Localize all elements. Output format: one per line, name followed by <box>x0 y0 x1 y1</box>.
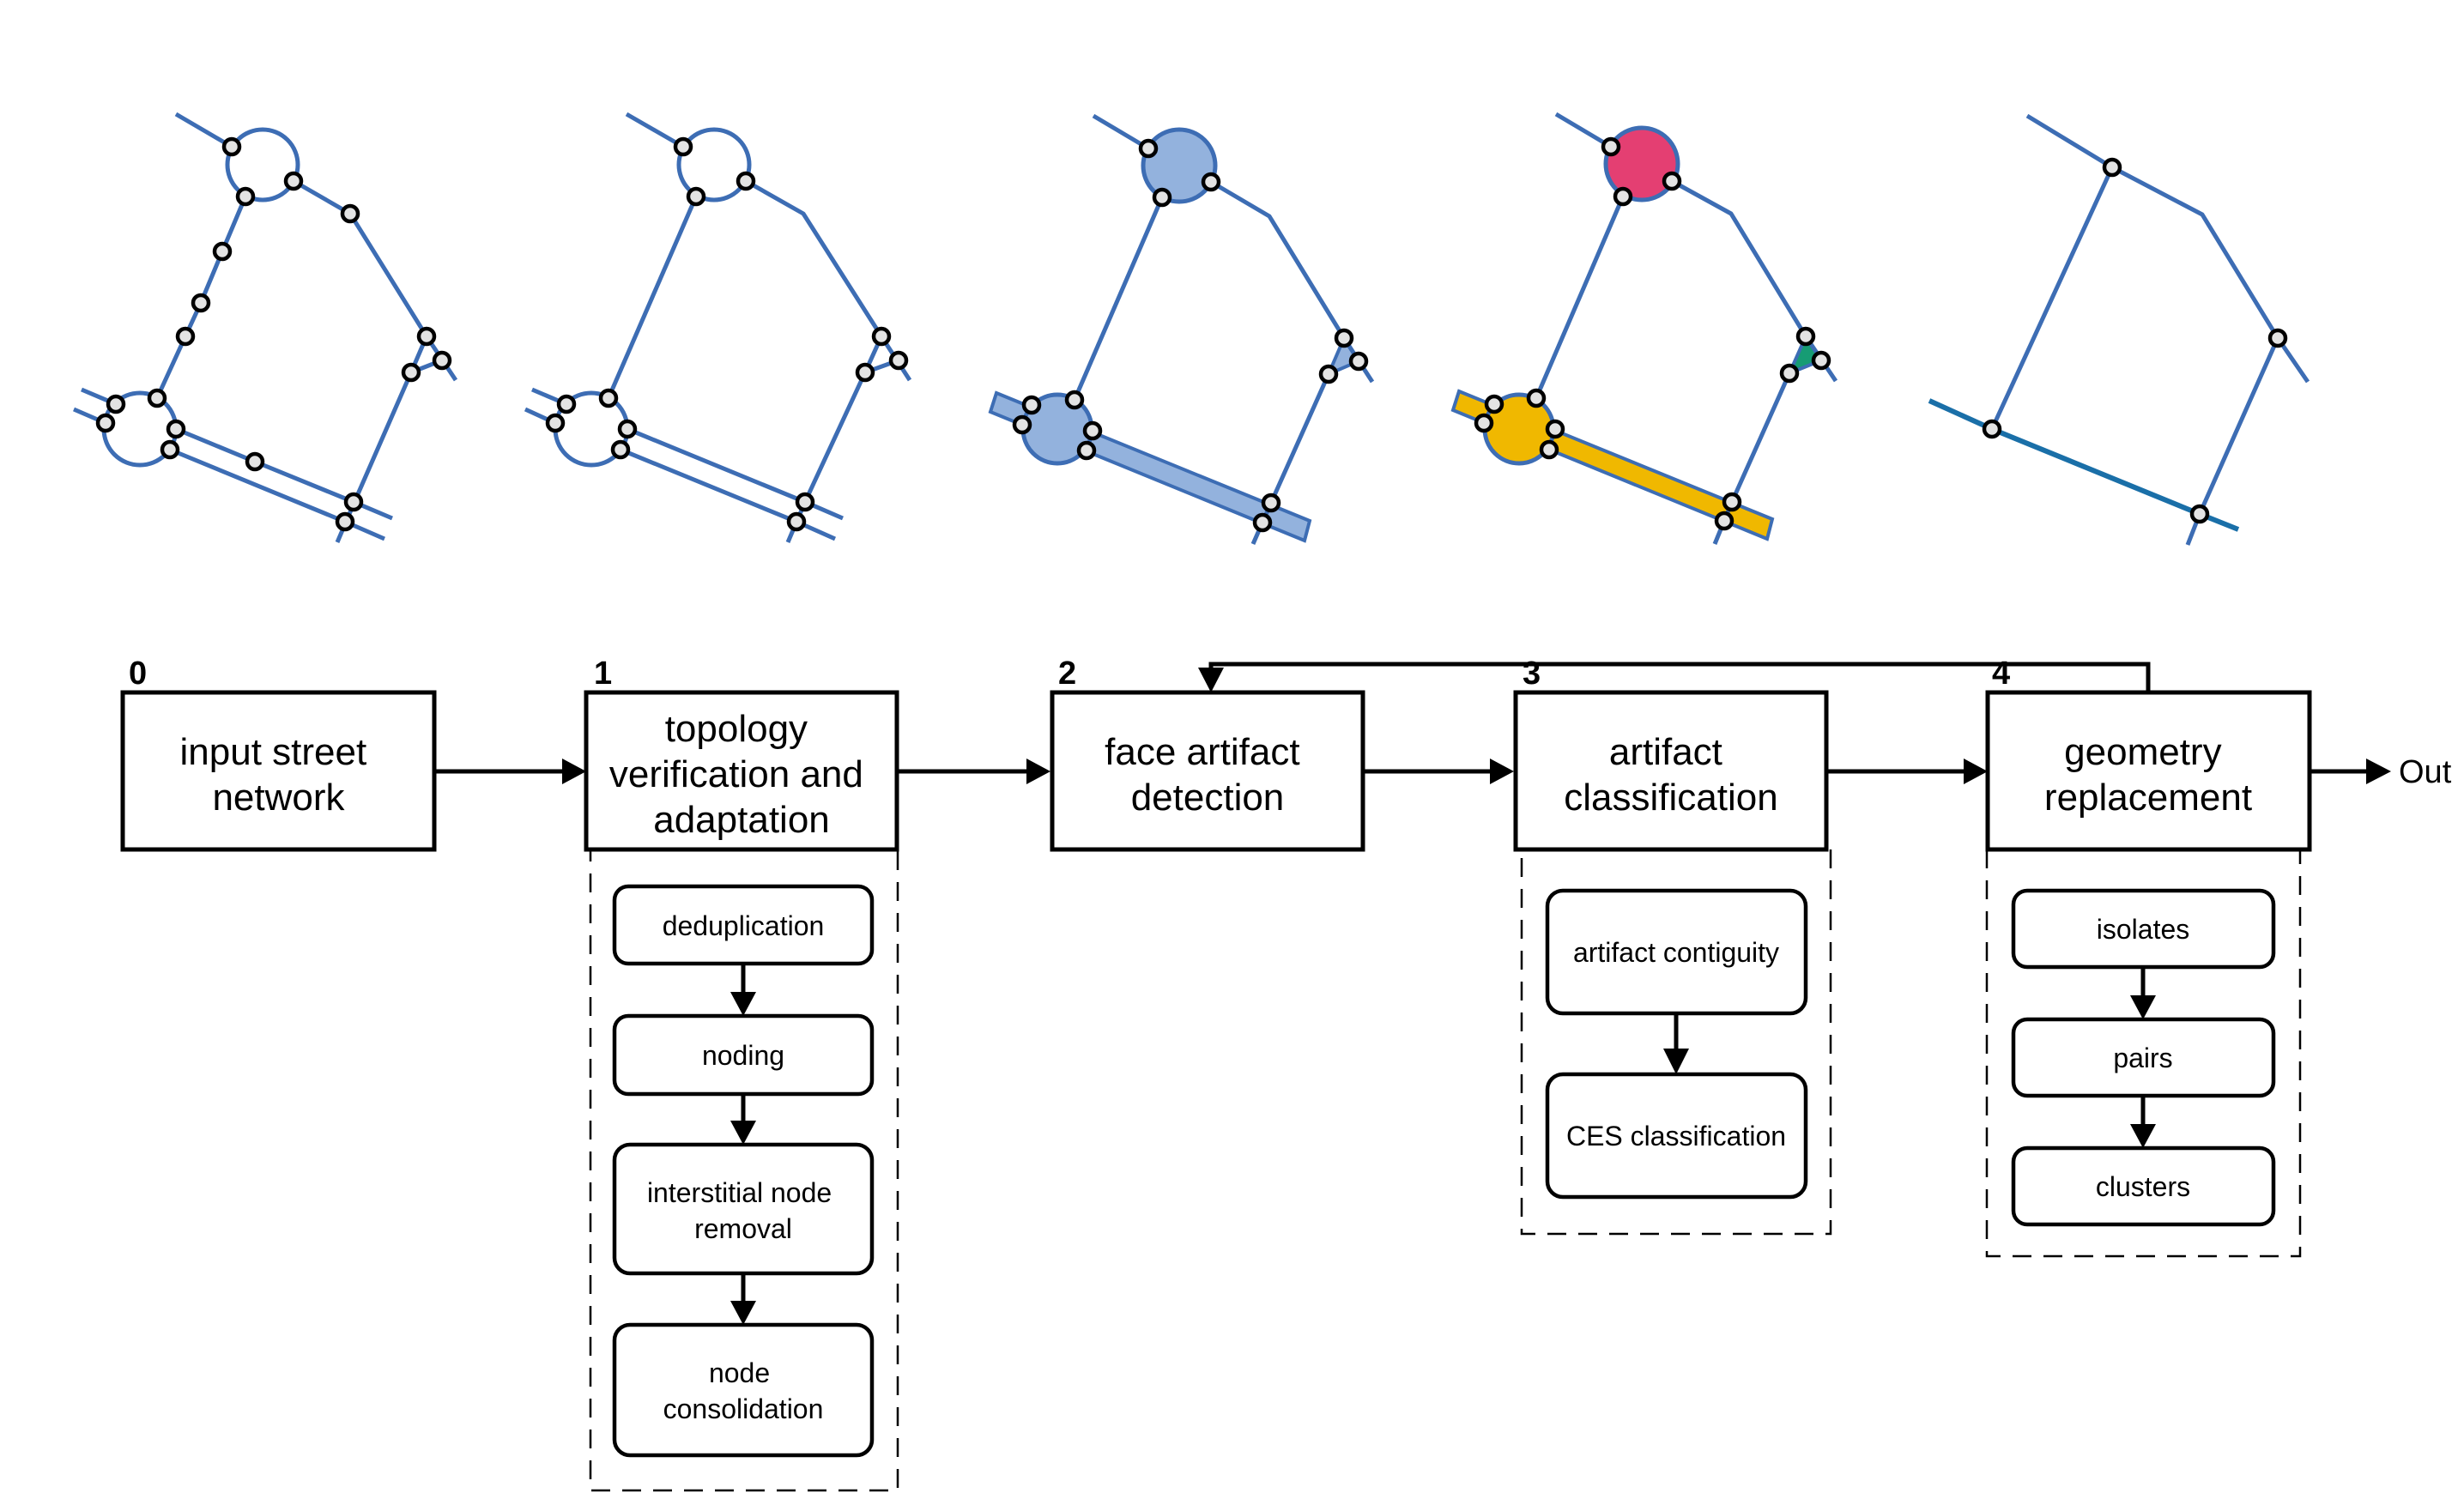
substep-ces-classification[interactable]: CES classification <box>1545 1072 1808 1200</box>
arrow-icon <box>562 759 586 784</box>
step-label: topology verification and adaptation <box>609 708 874 841</box>
substep-noding[interactable]: noding <box>612 1013 875 1097</box>
step-box[interactable] <box>584 690 899 852</box>
step-number: 0 <box>129 656 147 692</box>
street-panel-1 <box>524 112 912 543</box>
arrow-icon <box>1026 759 1050 784</box>
arrow-icon <box>1964 759 1988 784</box>
step-3[interactable]: 3 artifact classification artifact conti… <box>1513 656 1832 1236</box>
step-box[interactable] <box>1050 690 1365 852</box>
street-nodes <box>545 136 909 532</box>
substep-interstitial-node-removal[interactable]: interstitial node removal <box>612 1142 875 1276</box>
arrow-icon <box>1490 759 1514 784</box>
step-4[interactable]: 4 geometry replacement isolates pairs cl… <box>1985 656 2312 1258</box>
step-box[interactable] <box>120 690 437 852</box>
street-panel-0 <box>73 112 458 543</box>
step-label: input street network <box>180 731 378 819</box>
substep-arrows <box>2130 967 2156 1148</box>
substep-arrows <box>1663 1013 1689 1074</box>
step-1[interactable]: 1 topology verification and adaptation d… <box>584 656 899 1492</box>
street-nodes <box>1982 157 2288 524</box>
step-0[interactable]: 0 input street network <box>120 656 437 852</box>
arrow-icon <box>1663 1049 1689 1074</box>
arrow-icon <box>2130 1124 2156 1148</box>
svg-text:clusters: clusters <box>2096 1171 2190 1202</box>
step-number: 3 <box>1523 656 1541 692</box>
street-nodes <box>95 136 452 532</box>
svg-text:interstitial node remo: interstitial node removal <box>647 1177 839 1244</box>
substep-arrows <box>730 964 756 1325</box>
step-label: artifact classification <box>1564 731 1777 819</box>
svg-text:node consolidation: node consolidation <box>663 1357 824 1424</box>
substep-node-consolidation[interactable]: node consolidation <box>612 1322 875 1458</box>
svg-text:isolates: isolates <box>2097 914 2190 945</box>
output-label: Out <box>2399 754 2452 790</box>
street-panel-2 <box>988 113 1375 546</box>
street-panel-4 <box>1928 113 2310 546</box>
svg-text:CES classification: CES classification <box>1566 1121 1786 1151</box>
street-panel-3 <box>1450 112 1838 545</box>
substep-isolates[interactable]: isolates <box>2011 888 2276 970</box>
arrow-icon <box>1198 668 1224 692</box>
substep-pairs[interactable]: pairs <box>2011 1017 2276 1098</box>
step-label: face artifact detection <box>1105 731 1311 819</box>
artifact-face <box>1603 125 1680 202</box>
substep-clusters[interactable]: clusters <box>2011 1145 2276 1227</box>
substep-group <box>1520 848 1832 1236</box>
arrow-icon <box>2366 759 2391 784</box>
street-nodes <box>1474 136 1831 531</box>
svg-text:noding: noding <box>702 1040 784 1071</box>
svg-text:pairs: pairs <box>2113 1043 2172 1073</box>
arrow-icon <box>730 1301 756 1325</box>
step-box[interactable] <box>1513 690 1829 852</box>
step-number: 2 <box>1058 656 1076 692</box>
step-label: geometry replacement <box>2044 731 2252 819</box>
svg-text:deduplication: deduplication <box>663 910 825 941</box>
main-connectors <box>434 662 2391 784</box>
step-2[interactable]: 2 face artifact detection <box>1050 656 1365 852</box>
substep-deduplication[interactable]: deduplication <box>612 884 875 966</box>
arrow-icon <box>2130 995 2156 1019</box>
substep-artifact-contiguity[interactable]: artifact contiguity <box>1545 888 1808 1016</box>
step-number: 1 <box>594 656 612 692</box>
svg-text:artifact contiguity: artifact contiguity <box>1573 937 1779 968</box>
substep-group <box>589 848 899 1492</box>
substep-group <box>1985 848 2302 1258</box>
step-number: 4 <box>1992 656 2010 692</box>
arrow-icon <box>730 1121 756 1145</box>
arrow-icon <box>730 992 756 1016</box>
artifact-face <box>1141 127 1218 204</box>
street-nodes <box>1012 138 1369 533</box>
